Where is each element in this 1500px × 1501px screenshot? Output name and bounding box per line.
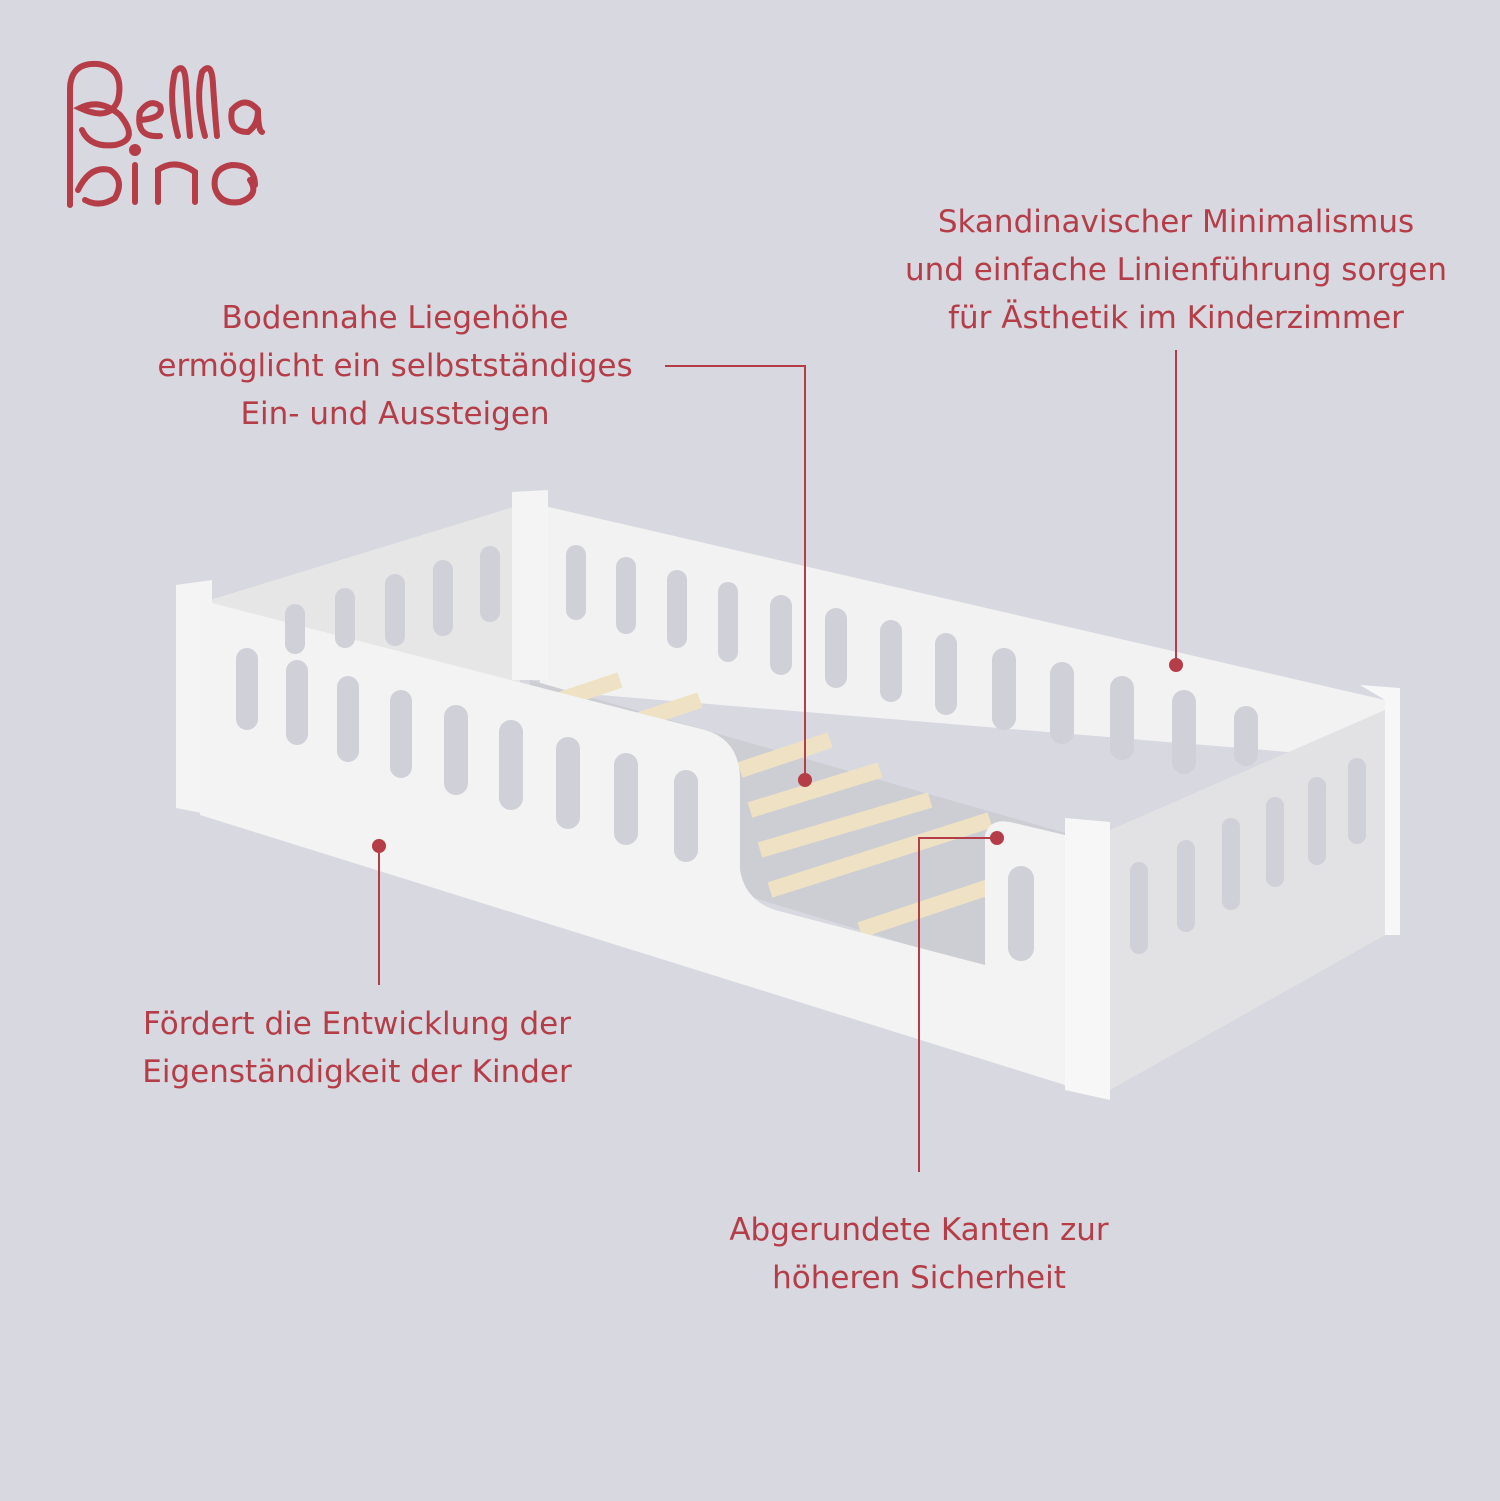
bellabino-logo — [67, 60, 265, 208]
callout-minimalism: Skandinavischer Minimalismus und einfach… — [905, 198, 1447, 342]
callout-low-height: Bodennahe Liegehöhe ermöglicht ein selbs… — [157, 294, 632, 438]
callout-line: Skandinavischer Minimalismus — [937, 204, 1415, 240]
callout-line: höheren Sicherheit — [772, 1260, 1066, 1296]
callout-line: Bodennahe Liegehöhe — [221, 300, 569, 336]
callout-line: ermöglicht ein selbstständiges — [157, 348, 633, 384]
callout-line: Eigenständigkeit der Kinder — [142, 1054, 572, 1090]
floor-bed — [176, 490, 1400, 1100]
callout-dots — [372, 658, 1183, 853]
callout-rounded-edges: Abgerundete Kanten zur höheren Sicherhei… — [729, 1206, 1108, 1302]
callout-line: für Ästhetik im Kinderzimmer — [948, 300, 1404, 336]
callout-lines — [378, 350, 1177, 1172]
callout-line: Ein- und Aussteigen — [240, 396, 550, 432]
callout-independence: Fördert die Entwicklung der Eigenständig… — [142, 1000, 572, 1096]
callout-line: Fördert die Entwicklung der — [143, 1006, 571, 1042]
callout-line: und einfache Linienführung sorgen — [904, 252, 1448, 288]
callout-line: Abgerundete Kanten zur — [729, 1212, 1109, 1248]
